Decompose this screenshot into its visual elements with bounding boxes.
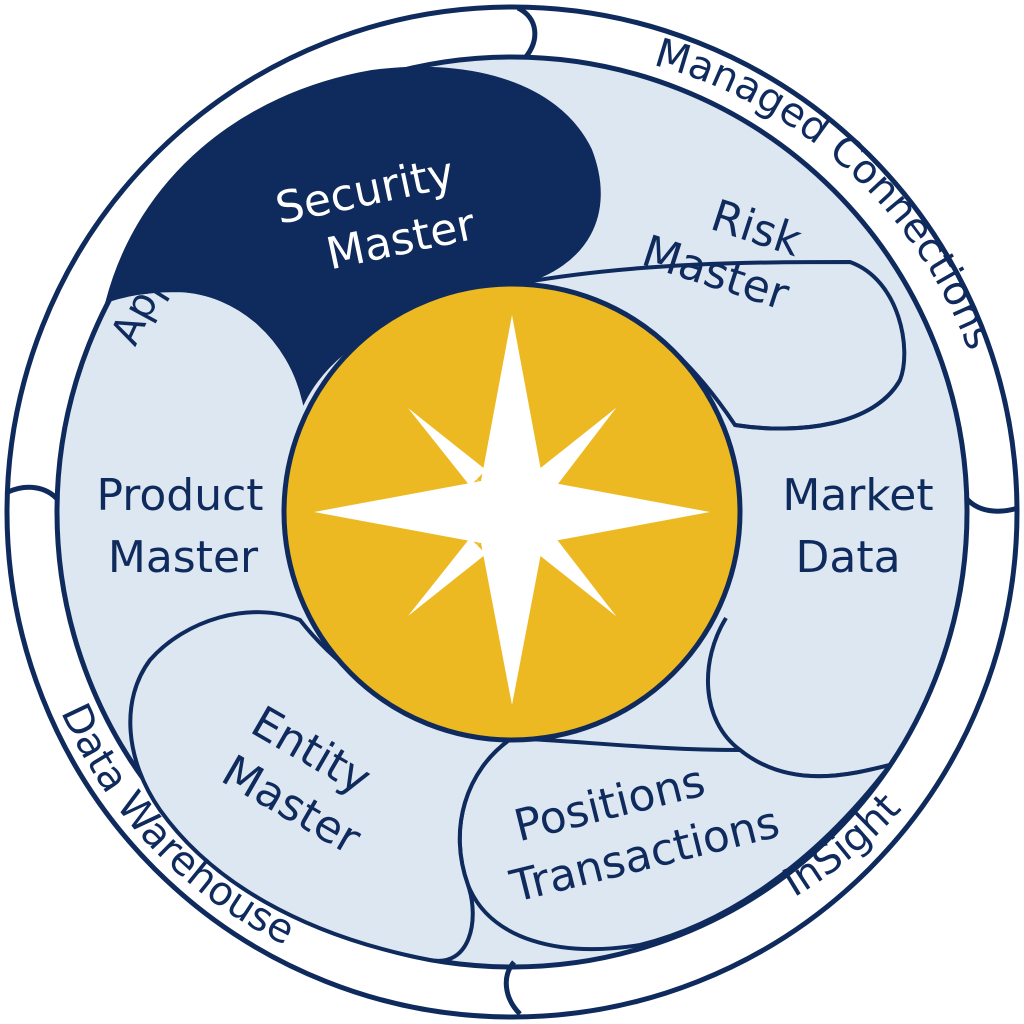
segment-risk-master[interactable] [519, 259, 907, 431]
segment-divider-product [107, 287, 306, 401]
label-market-data: Market Data [782, 470, 933, 583]
market-data-line1: Market [782, 470, 933, 521]
product-master-line2: Master [108, 532, 259, 583]
product-master-line1: Product [96, 470, 263, 521]
ring-divider-left [6, 484, 60, 502]
ring-divider-bottom [503, 960, 522, 1016]
segment-divider-market [734, 379, 902, 431]
compass-star-icon [314, 315, 710, 705]
ring-divider-right [964, 496, 1019, 514]
ring-divider-top [516, 5, 538, 60]
market-data-line2: Data [795, 532, 900, 583]
label-product-master: Product Master [96, 470, 263, 583]
